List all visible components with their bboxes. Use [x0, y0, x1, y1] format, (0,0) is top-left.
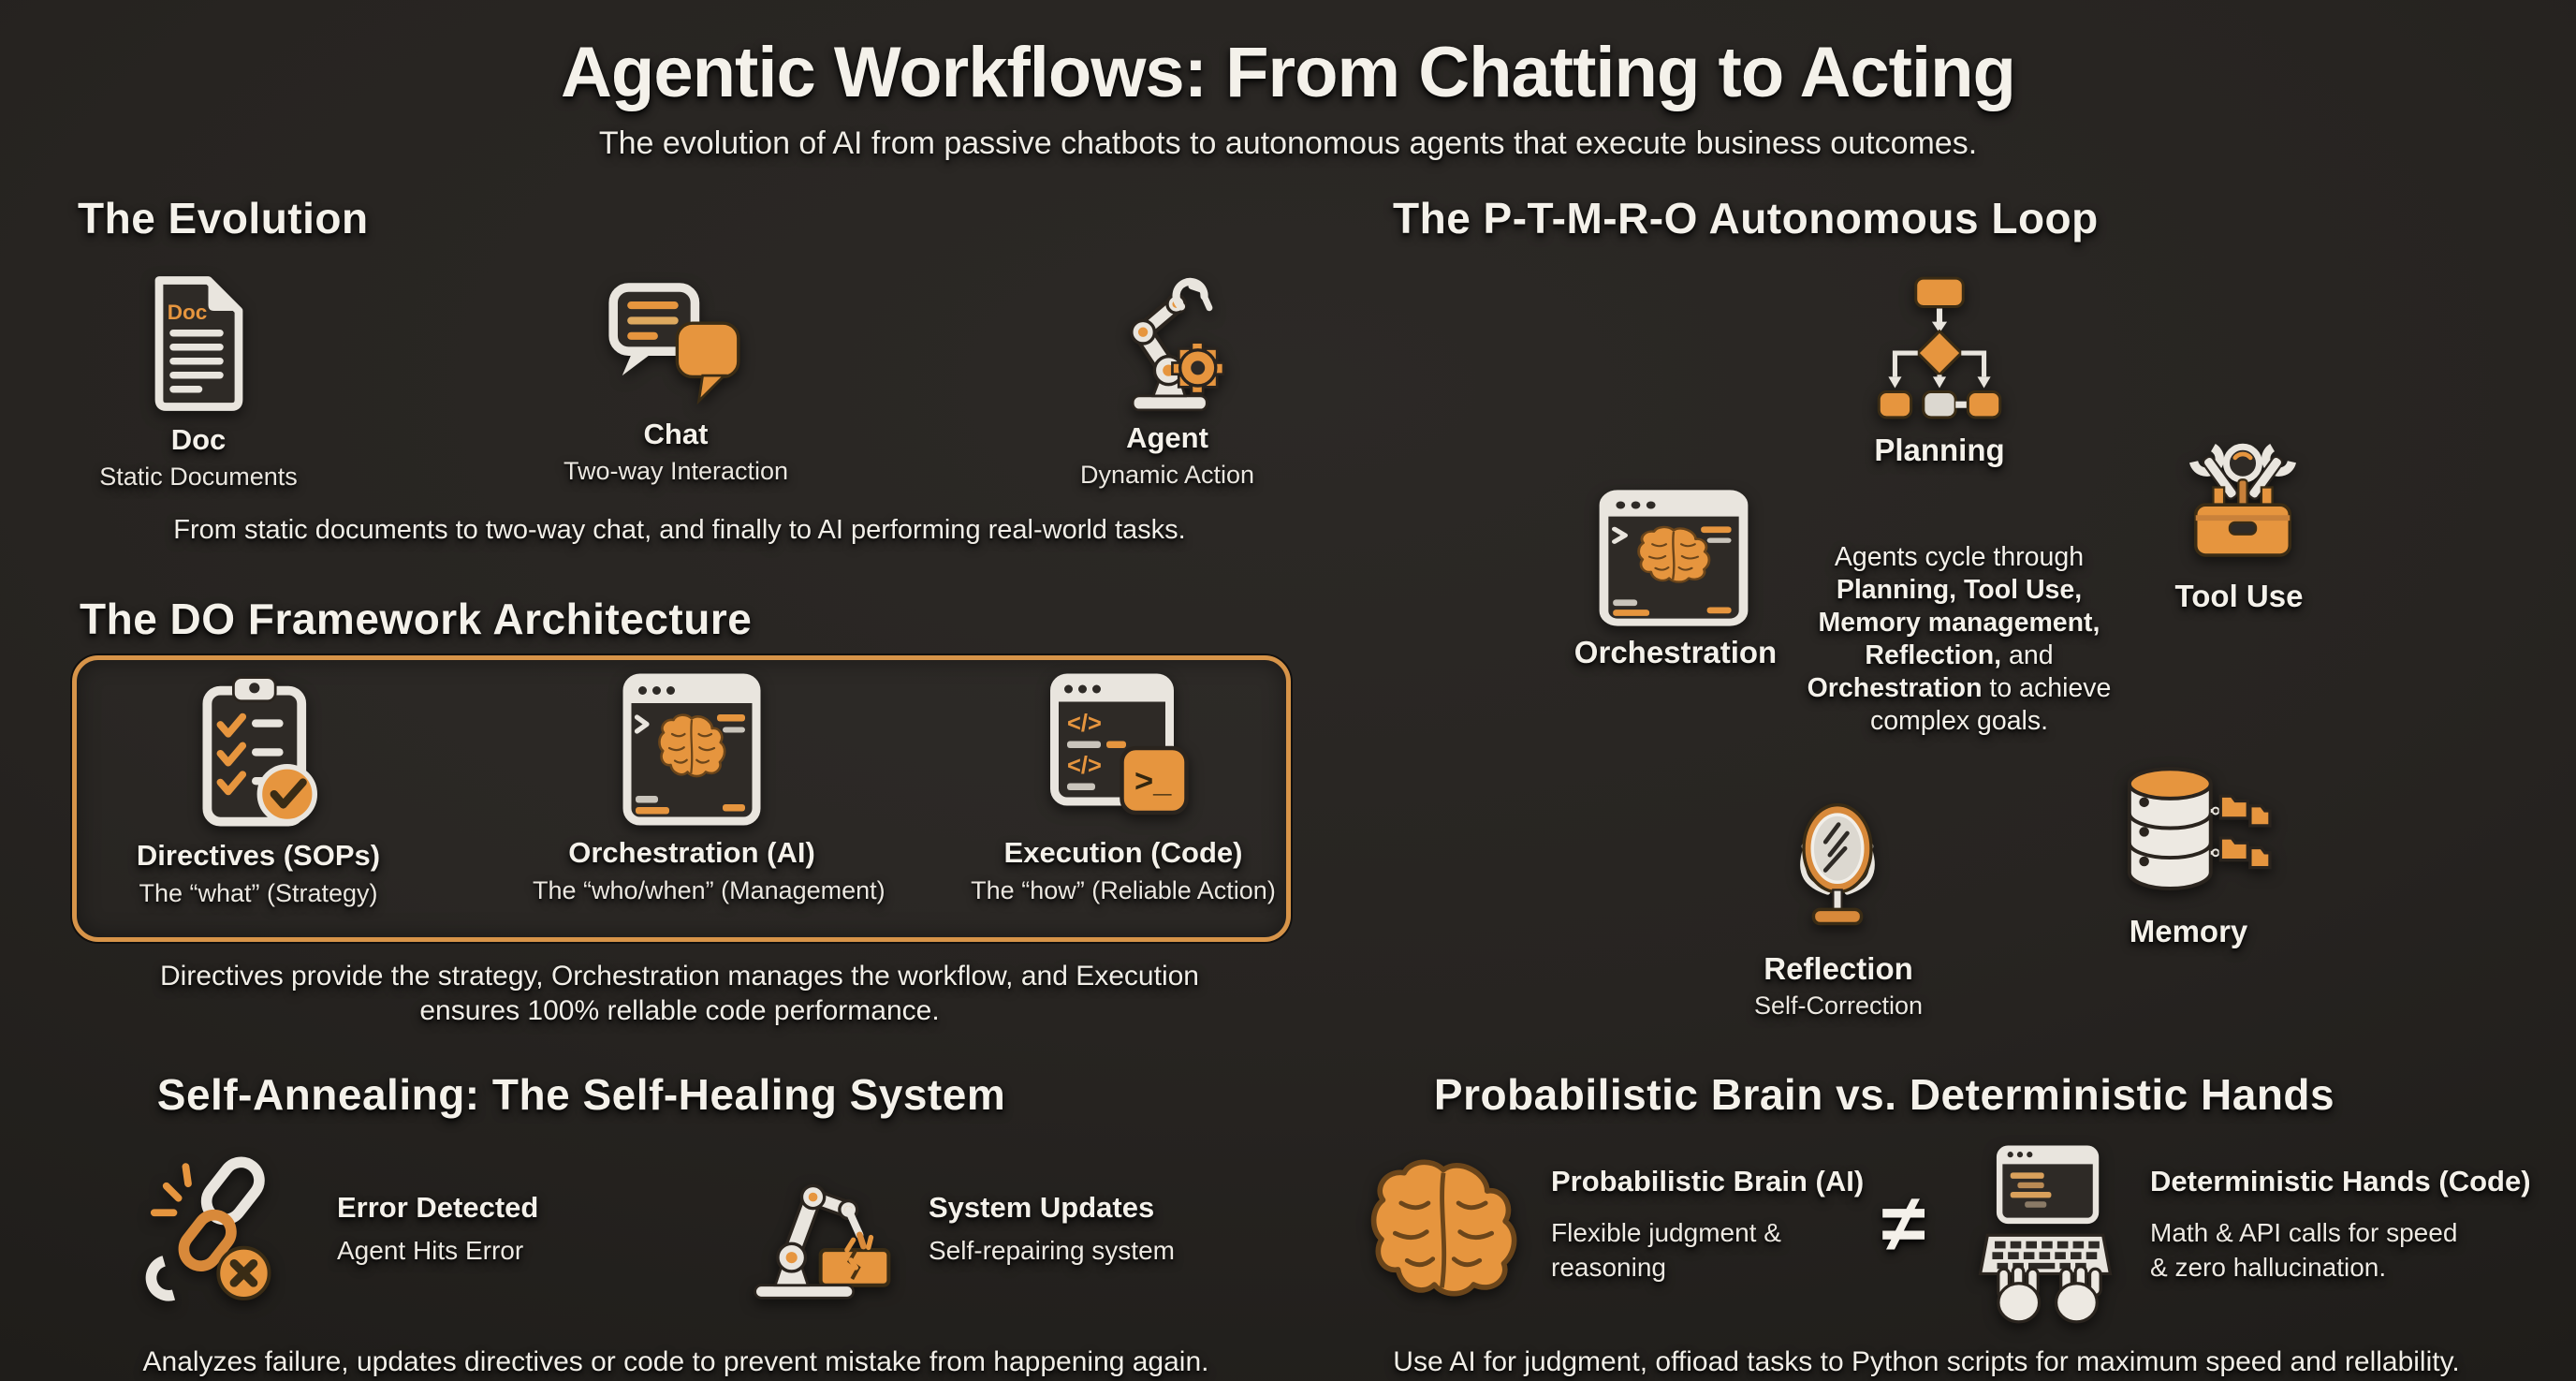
evolution-item-title: Agent	[1126, 421, 1208, 454]
ptmro-label-reflection: Reflection	[1764, 951, 1913, 986]
section-heading-brain-vs-hands: Probabilistic Brain vs. Deterministic Ha…	[1433, 1070, 2335, 1119]
do-caption-line1: Directives provide the strategy, Orchest…	[160, 961, 1199, 992]
toolbox-icon	[2172, 423, 2314, 571]
evolution-item-subtitle: Two-way Interaction	[563, 457, 789, 485]
page-title: Agentic Workflows: From Chatting to Acti…	[561, 33, 2016, 112]
repair-arm-icon	[737, 1144, 907, 1308]
code-glyph-2: </>	[1067, 753, 1102, 779]
self-annealing-item-title: System Updates	[929, 1191, 1155, 1224]
hands-item-line1: Math & API calls for speed	[2150, 1218, 2458, 1247]
do-item-title: Orchestration (AI)	[568, 836, 815, 869]
self-annealing-item-title: Error Detected	[337, 1191, 539, 1224]
not-equal-symbol: ≠	[1881, 1179, 1926, 1269]
section-heading-self-annealing: Self-Annealing: The Self-Healing System	[156, 1070, 1006, 1119]
brain-vs-hands-caption: Use AI for judgment, offioad tasks to Py…	[1393, 1346, 2460, 1377]
do-item-subtitle: The “what” (Strategy)	[139, 879, 378, 907]
document-icon: Doc	[140, 273, 257, 414]
do-item-subtitle: The “who/when” (Management)	[533, 876, 886, 904]
clipboard-check-icon	[184, 672, 332, 830]
browser-brain-icon	[621, 672, 763, 827]
terminal-glyph: >_	[1134, 764, 1172, 800]
ptmro-label-reflection-sub: Self-Correction	[1753, 992, 1924, 1020]
hands-item-title: Deterministic Hands (Code)	[2150, 1165, 2531, 1197]
cycle-line: Planning, Tool Use,	[1836, 575, 2083, 605]
ptmro-label-planning: Planning	[1874, 433, 2005, 467]
broken-chain-icon	[128, 1150, 306, 1307]
ptmro-label-orchestration: Orchestration	[1573, 635, 1778, 669]
evolution-item-title: Chat	[643, 418, 709, 450]
cycle-line: Agents cycle through	[1834, 542, 2085, 572]
cycle-line: Orchestration to achieve	[1807, 673, 2112, 703]
do-item-execution: </> </> >_ Execution (Code) The “how” (R…	[964, 672, 1282, 905]
do-item-subtitle: The “how” (Reliable Action)	[971, 876, 1276, 904]
do-framework-frame	[72, 655, 1291, 942]
section-heading-do-framework: The DO Framework Architecture	[80, 595, 753, 643]
do-item-title: Directives (SOPs)	[136, 839, 381, 872]
planning-flowchart-icon	[1859, 274, 2020, 424]
evolution-item-doc: Doc Doc Static Documents	[58, 273, 339, 492]
ptmro-label-tool-use: Tool Use	[2174, 579, 2304, 613]
mirror-icon	[1778, 792, 1897, 942]
chat-bubbles-icon	[606, 277, 746, 410]
do-item-title: Execution (Code)	[1003, 836, 1243, 869]
evolution-item-agent: Agent Dynamic Action	[1013, 273, 1322, 490]
section-heading-ptmro: The P-T-M-R-O Autonomous Loop	[1393, 194, 2099, 242]
doc-icon-text: Doc	[167, 301, 207, 324]
code-glyph-1: </>	[1067, 711, 1102, 737]
section-heading-evolution: The Evolution	[78, 194, 369, 242]
brain-item-line1: Flexible judgment &	[1551, 1218, 1781, 1247]
do-caption-line2: ensures 100% rellable code performance.	[419, 995, 940, 1026]
do-item-orchestration: Orchestration (AI) The “who/when” (Manag…	[533, 672, 886, 905]
evolution-caption: From static documents to two-way chat, a…	[173, 515, 1186, 545]
ptmro-label-memory: Memory	[2129, 914, 2248, 948]
cycle-line: complex goals.	[1869, 706, 2049, 736]
self-annealing-caption: Analyzes failure, updates directives or …	[142, 1346, 1209, 1377]
do-item-directives: Directives (SOPs) The “what” (Strategy)	[109, 672, 408, 908]
cycle-line: Memory management,	[1818, 608, 2100, 638]
evolution-item-subtitle: Static Documents	[99, 463, 298, 491]
brain-item-line2: reasoning	[1551, 1253, 1666, 1282]
self-annealing-item-subtitle: Agent Hits Error	[337, 1236, 524, 1265]
cycle-line: Reflection, and	[1865, 640, 2054, 670]
ptmro-cycle-text: Agents cycle through Planning, Tool Use,…	[1697, 541, 2221, 738]
hands-item-line2: & zero hallucination.	[2150, 1253, 2387, 1282]
page-subtitle: The evolution of AI from passive chatbot…	[598, 125, 1978, 161]
database-folders-icon	[2112, 764, 2273, 912]
self-annealing-item-subtitle: Self-repairing system	[929, 1236, 1175, 1265]
brain-icon	[1354, 1152, 1532, 1309]
robot-arm-gear-icon	[1083, 273, 1251, 414]
code-terminal-icon: </> </> >_	[1044, 672, 1203, 827]
brain-item-title: Probabilistic Brain (AI)	[1551, 1165, 1865, 1197]
evolution-item-chat: Chat Two-way Interaction	[526, 277, 826, 486]
robot-hands-keyboard-icon	[1961, 1142, 2130, 1326]
evolution-item-title: Doc	[170, 423, 227, 456]
evolution-item-subtitle: Dynamic Action	[1079, 461, 1255, 489]
